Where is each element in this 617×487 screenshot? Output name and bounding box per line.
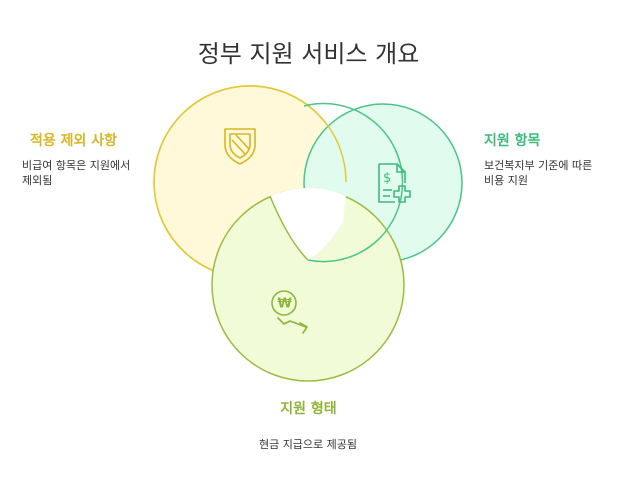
center-overlap-edge: [269, 195, 309, 261]
won-coin-icon: ₩: [271, 290, 308, 334]
center-overlap: [270, 188, 346, 260]
arc-exclusion: [153, 85, 347, 271]
svg-text:₩: ₩: [278, 297, 293, 312]
exclusion-description: 비급여 항목은 지원에서 제외됨: [22, 159, 131, 187]
form-description: 현금 지급으로 제공됨: [258, 438, 358, 451]
page-title: 정부 지원 서비스 개요: [197, 40, 420, 68]
shield-icon: [224, 128, 256, 165]
items-description: 보건복지부 기준에 따른 비용 지원: [484, 159, 593, 187]
medical-document-icon: $: [378, 163, 411, 203]
items-title: 지원 항목: [484, 133, 541, 149]
exclusion-title: 적용 제외 사항: [30, 133, 118, 149]
arc-items: [303, 102, 404, 263]
svg-text:$: $: [383, 171, 391, 186]
form-title: 지원 형태: [280, 401, 337, 417]
